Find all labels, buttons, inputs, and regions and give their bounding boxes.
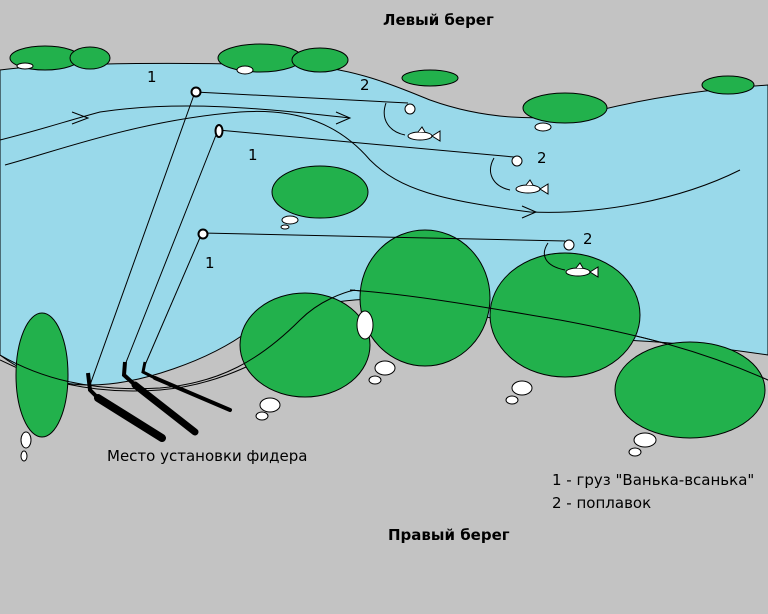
current-line-6	[0, 289, 356, 390]
bush-left-bank-5	[701, 75, 755, 95]
legend-float: 2 - поплавок	[552, 494, 651, 512]
fish-3	[565, 262, 599, 278]
current-line-1	[0, 105, 351, 141]
bush-left-bank-3	[401, 69, 459, 87]
bush-left-bank-4	[522, 92, 608, 132]
marker-float-3: 2	[583, 230, 593, 248]
feeder-place-label: Место установки фидера	[107, 447, 307, 465]
bush-right-bank-5	[614, 341, 766, 457]
bush-left-bank-2	[217, 43, 349, 75]
current-line-2	[4, 110, 741, 213]
current-arrow-1	[71, 111, 90, 125]
bush-island	[271, 165, 369, 230]
right-bank-label: Правый берег	[388, 526, 510, 544]
feeder-rod-3	[141, 361, 232, 412]
bush-right-bank-4	[489, 252, 641, 405]
bush-right-bank-1	[15, 312, 69, 462]
feeder-rod-1	[86, 372, 166, 442]
legend-weight: 1 - груз "Ванька-всанька"	[552, 471, 754, 489]
rig-2	[124, 124, 523, 366]
left-bank-label: Левый берег	[383, 11, 494, 29]
rig-3	[144, 228, 575, 366]
marker-weight-3: 1	[205, 254, 215, 272]
marker-weight-2: 1	[248, 146, 258, 164]
current-arrow-2	[335, 111, 352, 125]
fish-2	[515, 179, 549, 195]
bush-right-bank-2	[239, 292, 371, 421]
rig-1	[89, 86, 416, 386]
feeder-rod-2	[121, 361, 199, 436]
marker-float-2: 2	[537, 149, 547, 167]
bush-left-bank-1	[9, 45, 111, 71]
bush-right-bank-3	[356, 229, 491, 385]
current-line-5	[349, 289, 768, 381]
marker-weight-1: 1	[147, 68, 157, 86]
marker-float-1: 2	[360, 76, 370, 94]
fish-1	[407, 126, 441, 142]
current-arrow-3	[521, 205, 538, 219]
